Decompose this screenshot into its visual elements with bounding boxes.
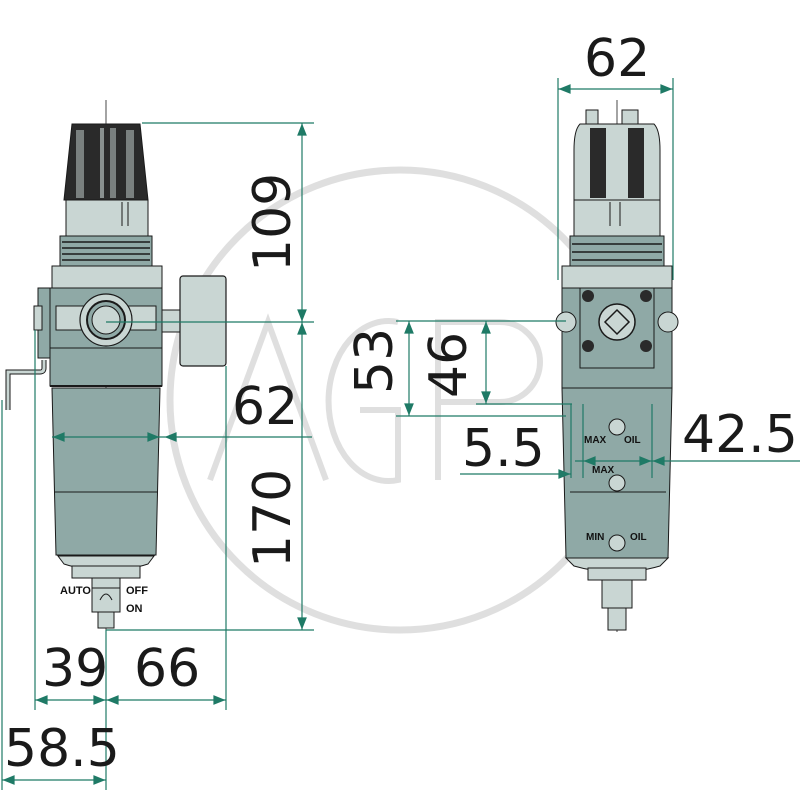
threaded-ring bbox=[59, 235, 153, 267]
collar bbox=[49, 347, 163, 387]
front-view: AUTO OFF ON bbox=[5, 100, 227, 630]
drain-label-off: OFF bbox=[126, 585, 148, 597]
oil-label-oil-top: OIL bbox=[624, 435, 641, 446]
side-view-dimensions bbox=[396, 78, 800, 479]
dim-170: 170 bbox=[243, 469, 303, 568]
front-view-dimensions bbox=[1, 122, 314, 790]
side-port-body bbox=[555, 287, 679, 389]
drain-label-on: ON bbox=[126, 603, 143, 615]
dim-66: 66 bbox=[134, 639, 200, 699]
mounting-bracket bbox=[5, 287, 51, 410]
side-bowl bbox=[561, 387, 673, 631]
oil-label-min: MIN bbox=[586, 532, 604, 543]
dim-53: 53 bbox=[345, 328, 405, 394]
drain-label-auto: AUTO bbox=[60, 585, 91, 597]
dim-42-5: 42.5 bbox=[682, 405, 798, 465]
dim-5-5: 5.5 bbox=[462, 419, 545, 479]
oil-label-max-mid: MAX bbox=[592, 465, 615, 476]
regulator-knob bbox=[63, 123, 149, 237]
dim-39: 39 bbox=[42, 639, 108, 699]
upper-block bbox=[51, 265, 163, 289]
side-knob bbox=[573, 123, 661, 237]
port-body bbox=[49, 287, 163, 349]
oil-label-oil-bottom: OIL bbox=[630, 532, 647, 543]
drain-valve bbox=[91, 577, 121, 629]
filter-bowl bbox=[51, 387, 161, 579]
dim-58-5: 58.5 bbox=[4, 719, 120, 779]
dim-62-side: 62 bbox=[584, 29, 650, 89]
dim-62-front: 62 bbox=[232, 377, 298, 437]
pressure-gauge bbox=[161, 275, 227, 367]
dim-109: 109 bbox=[243, 173, 303, 272]
dim-46: 46 bbox=[419, 332, 479, 398]
side-view: MAX OIL MAX MIN OIL bbox=[555, 100, 679, 632]
oil-label-max-top: MAX bbox=[584, 435, 607, 446]
